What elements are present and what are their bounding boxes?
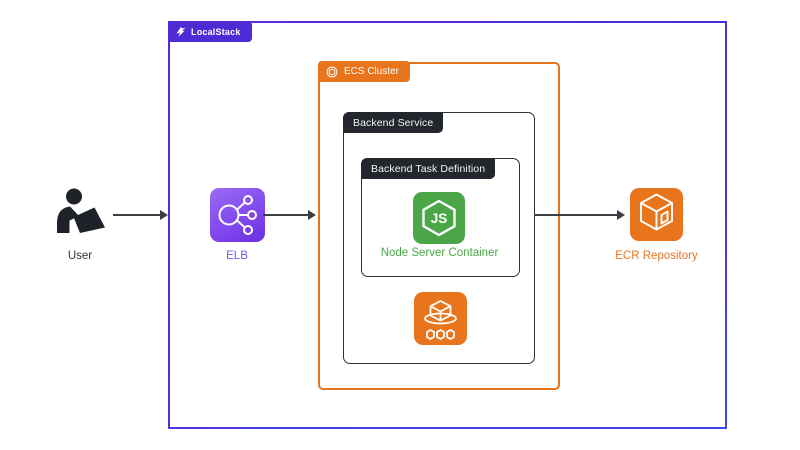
ecr-label: ECR Repository: [615, 250, 698, 262]
arrow-service-to-ecr: [534, 210, 625, 220]
localstack-badge: LocalStack: [168, 21, 252, 42]
backend-service-label: Backend Service: [353, 116, 434, 129]
ecs-cluster-tab: ECS Cluster: [318, 61, 411, 82]
arrow-elb-to-cluster: [263, 210, 316, 220]
svg-text:JS: JS: [431, 211, 448, 226]
nodejs-hexagon-icon: JS: [413, 192, 465, 244]
ecs-cluster-icon: [326, 66, 338, 78]
task-definition-tab: Backend Task Definition: [361, 158, 496, 179]
task-definition-label: Backend Task Definition: [371, 162, 486, 175]
localstack-logo-icon: [175, 26, 186, 37]
user-label: User: [67, 250, 93, 262]
arrow-user-to-elb: [113, 210, 168, 220]
localstack-label: LocalStack: [191, 26, 241, 37]
ecs-containers-icon: [414, 292, 467, 345]
backend-service-tab: Backend Service: [343, 112, 444, 133]
person-at-laptop-icon: [54, 186, 106, 236]
elb-label: ELB: [226, 250, 248, 262]
node-container-label: Node Server Container: [380, 247, 499, 259]
load-balancer-icon: [210, 188, 265, 242]
ecs-cluster-label: ECS Cluster: [344, 66, 400, 77]
ecs-cluster-box: [318, 62, 560, 390]
ecr-cube-icon: [630, 188, 683, 241]
